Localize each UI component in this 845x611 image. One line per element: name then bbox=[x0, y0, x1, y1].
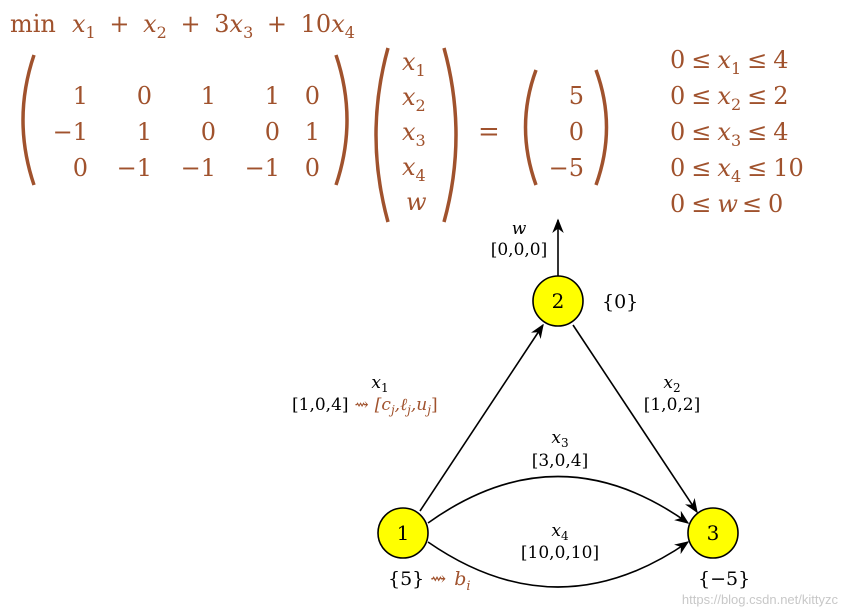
matrix-cell: 0 bbox=[137, 82, 152, 110]
rhs-entry: −5 bbox=[549, 154, 584, 182]
edge-x1 bbox=[419, 323, 544, 512]
rhs-entry: 5 bbox=[569, 82, 584, 110]
variable-vector: x1 x2 x3 x4 w bbox=[374, 47, 458, 223]
edge-x2 bbox=[572, 324, 698, 514]
vector-entry: w bbox=[406, 188, 427, 216]
matrix-cell: −1 bbox=[53, 118, 88, 146]
node-1-supply: {5}⇝bi bbox=[388, 568, 471, 594]
vector-right-paren bbox=[442, 47, 458, 223]
objective-expression: x1 + x2 + 3x3 + 10x4 bbox=[72, 10, 355, 44]
rhs-entry: 0 bbox=[569, 118, 584, 146]
edge-x3 bbox=[427, 475, 690, 524]
node-1: 1 bbox=[377, 507, 429, 559]
edge-x2-params: [1,0,2] bbox=[644, 395, 701, 415]
matrix-cell: 1 bbox=[73, 82, 88, 110]
matrix-cell: 0 bbox=[305, 82, 320, 110]
edge-x4-var: x4 bbox=[551, 521, 569, 543]
matrix-cell: 0 bbox=[305, 154, 320, 182]
node-2: 2 bbox=[532, 275, 584, 327]
matrix-cell: 0 bbox=[201, 118, 216, 146]
matrix-cell: −1 bbox=[245, 154, 280, 182]
node-2-supply: {0} bbox=[602, 291, 638, 313]
node-label: 3 bbox=[707, 521, 720, 545]
matrix-left-paren bbox=[21, 54, 36, 186]
node-3-supply: {−5} bbox=[698, 568, 750, 590]
edge-x3-var: x3 bbox=[551, 428, 568, 450]
node-label: 2 bbox=[552, 289, 565, 313]
matrix-cell: 0 bbox=[265, 118, 280, 146]
objective-function: min x1 + x2 + 3x3 + 10x4 bbox=[10, 10, 355, 44]
objective-prefix: min bbox=[10, 10, 56, 38]
matrix-cell: −1 bbox=[181, 154, 216, 182]
edge-w-var: w bbox=[512, 219, 527, 239]
vector-entry: x1 bbox=[402, 48, 426, 80]
variable-bounds: 0≤x1≤4 0≤x2≤2 0≤x3≤4 0≤x4≤10 0≤w≤0 bbox=[670, 46, 804, 218]
vector-entry: x4 bbox=[402, 153, 426, 185]
matrix-cell: 1 bbox=[265, 82, 280, 110]
matrix-cell: 1 bbox=[305, 118, 320, 146]
rhs-right-paren bbox=[594, 69, 609, 186]
vector-entry: x3 bbox=[402, 118, 426, 150]
rhs-left-paren bbox=[523, 69, 538, 186]
edge-w-params: [0,0,0] bbox=[491, 240, 548, 260]
edge-x3-params: [3,0,4] bbox=[532, 451, 589, 471]
matrix-cell: −1 bbox=[117, 154, 152, 182]
edge-x4 bbox=[427, 541, 690, 588]
edge-x4-params: [10,0,10] bbox=[521, 543, 599, 563]
node-3: 3 bbox=[687, 507, 739, 559]
bound-row: 0≤w≤0 bbox=[670, 190, 783, 218]
edge-x1-params: [1,0,4]⇝[cj,ℓj,uj] bbox=[292, 395, 438, 417]
bound-row: 0≤x2≤2 bbox=[670, 82, 789, 114]
matrix-right-paren bbox=[334, 54, 349, 186]
rhs-vector: 5 0 −5 bbox=[523, 69, 609, 186]
matrix-cell: 1 bbox=[137, 118, 152, 146]
bound-row: 0≤x3≤4 bbox=[670, 118, 789, 150]
matrix-cell: 0 bbox=[73, 154, 88, 182]
bound-row: 0≤x1≤4 bbox=[670, 46, 789, 78]
node-label: 1 bbox=[397, 521, 410, 545]
vector-entry: x2 bbox=[402, 83, 426, 115]
vector-left-paren bbox=[374, 47, 390, 223]
matrix-cell: 1 bbox=[201, 82, 216, 110]
bound-row: 0≤x4≤10 bbox=[670, 154, 804, 186]
watermark-text: https://blog.csdn.net/kittyzc bbox=[682, 592, 839, 607]
edge-x1-var: x1 bbox=[371, 373, 388, 395]
edge-x2-var: x2 bbox=[663, 373, 680, 395]
equals-sign: = bbox=[478, 117, 500, 147]
network-graph: 1 2 3 {0} {−5} {5}⇝bi w [0,0,0] x1 x2 [1… bbox=[292, 218, 750, 594]
